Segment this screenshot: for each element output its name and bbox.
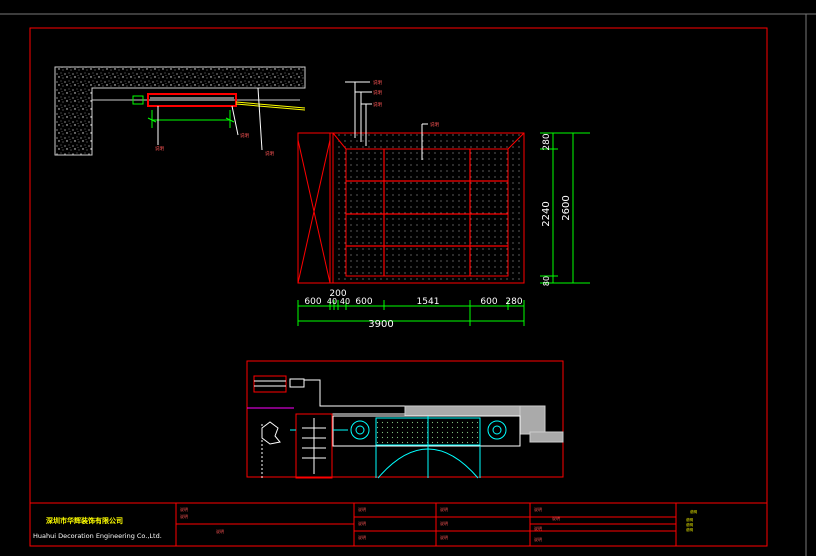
dim-label: 200 [329, 289, 346, 299]
dim-label: 280 [505, 297, 522, 307]
company-name-en: Huahui Decoration Engineering Co.,Ltd. [33, 532, 162, 540]
dim-label: 40 [327, 297, 337, 306]
svg-text:说明: 说明 [690, 509, 698, 514]
svg-text:说明: 说明 [440, 534, 448, 540]
svg-text:说明: 说明 [216, 528, 224, 534]
dim-label: 2240 [541, 201, 552, 226]
dim-label: 80 [542, 276, 551, 286]
svg-text:说明: 说明 [686, 522, 694, 527]
dim-label: 600 [304, 297, 321, 307]
svg-text:说明: 说明 [686, 527, 694, 532]
dim-label: 600 [480, 297, 497, 307]
svg-text:说明: 说明 [358, 520, 366, 526]
svg-text:说明: 说明 [534, 525, 542, 531]
dimension-right: 280 2240 80 2600 [540, 132, 590, 286]
svg-text:说明: 说明 [373, 89, 382, 96]
wall-elevation: 说明 说明 说明 说明 [297, 79, 525, 284]
svg-text:说明: 说明 [265, 150, 274, 157]
svg-text:说明: 说明 [534, 536, 542, 542]
dim-label: 40 [340, 297, 350, 306]
dim-label: 600 [355, 297, 372, 307]
svg-text:说明: 说明 [373, 79, 382, 86]
svg-text:说明: 说明 [440, 520, 448, 526]
svg-text:说明: 说明 [358, 506, 366, 512]
svg-text:说明: 说明 [552, 515, 560, 521]
title-block: 深圳市华辉装饰有限公司 Huahui Decoration Engineerin… [33, 503, 698, 546]
svg-text:说明: 说明 [430, 121, 439, 128]
sheet-border [0, 13, 816, 556]
svg-text:说明: 说明 [534, 506, 542, 512]
svg-text:说明: 说明 [155, 145, 164, 152]
dim-total-width: 3900 [368, 319, 393, 330]
svg-text:说明: 说明 [240, 132, 249, 139]
dimension-bottom: 600 40 40 600 1541 600 280 200 3900 [297, 289, 525, 330]
svg-text:说明: 说明 [373, 101, 382, 108]
dim-total-height: 2600 [561, 195, 572, 220]
ceiling-section-detail: 说明 说明 说明 [54, 66, 306, 157]
dim-label: 280 [542, 133, 552, 150]
floor-plan [246, 360, 564, 479]
svg-text:说明: 说明 [180, 506, 188, 512]
company-name-cn: 深圳市华辉装饰有限公司 [46, 516, 123, 525]
svg-text:说明: 说明 [180, 513, 188, 519]
svg-text:说明: 说明 [686, 517, 694, 522]
dim-label: 1541 [417, 297, 440, 307]
svg-text:说明: 说明 [358, 534, 366, 540]
svg-text:说明: 说明 [440, 506, 448, 512]
